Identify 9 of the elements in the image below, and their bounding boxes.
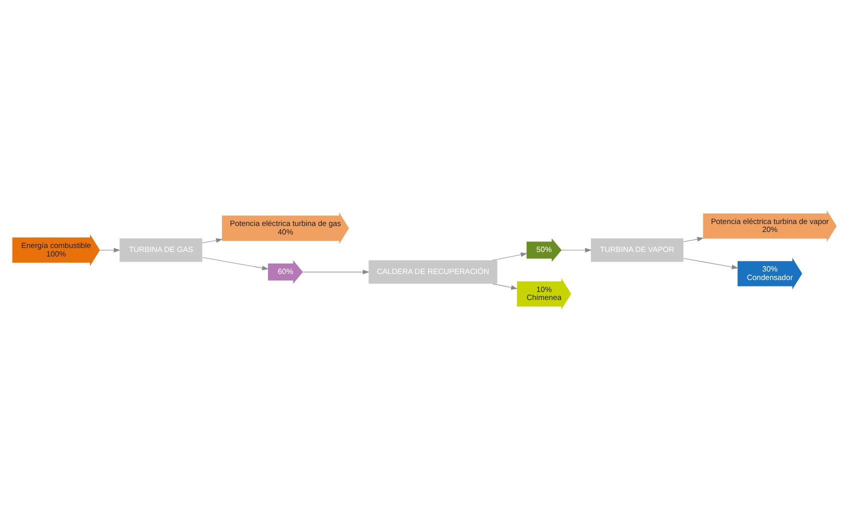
- arrow: [683, 236, 704, 242]
- arrow: [202, 238, 223, 244]
- arrow: [492, 284, 518, 290]
- arrow: [302, 270, 370, 274]
- arrow: [683, 258, 738, 270]
- arrow: [100, 248, 120, 252]
- arrow: [561, 248, 592, 252]
- arrow: [202, 257, 269, 270]
- arrow: [492, 252, 528, 261]
